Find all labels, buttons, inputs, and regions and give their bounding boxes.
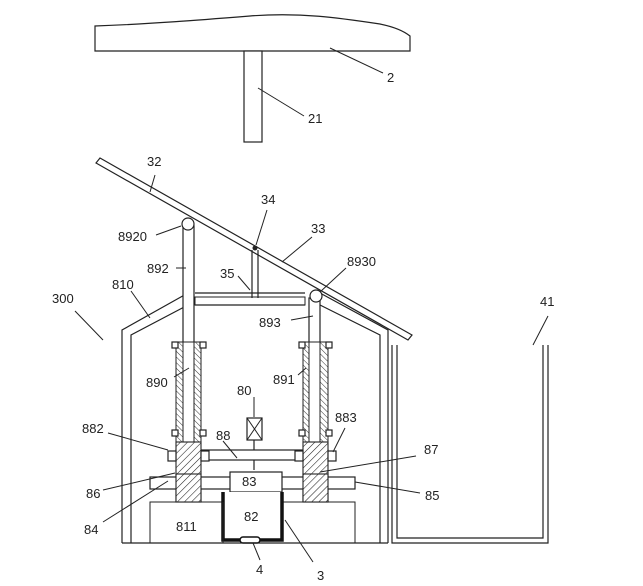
label-85: 85: [425, 488, 439, 503]
right-roller: [309, 289, 323, 303]
left-block-tab-inner: [200, 450, 210, 462]
label-891: 891: [273, 372, 295, 387]
left-roller: [181, 217, 195, 231]
label-893: 893: [259, 315, 281, 330]
label-8930: 8930: [347, 254, 376, 269]
left-block-tab-outer: [167, 450, 177, 462]
pivot-point: [252, 245, 258, 251]
label-810: 810: [112, 277, 134, 292]
right-cylinder-cap-bl: [298, 429, 306, 437]
left-cylinder-cap-bl: [171, 429, 179, 437]
label-41: 41: [540, 294, 554, 309]
top-plate: [94, 14, 411, 52]
right-cylinder-core: [308, 341, 321, 443]
label-882: 882: [82, 421, 104, 436]
label-4: 4: [256, 562, 263, 577]
label-2: 2: [387, 70, 394, 85]
label-80: 80: [237, 383, 251, 398]
label-88: 88: [216, 428, 230, 443]
label-86: 86: [86, 486, 100, 501]
label-892: 892: [147, 261, 169, 276]
left-cylinder-cap-tr: [199, 341, 207, 349]
label-300: 300: [52, 291, 74, 306]
label-83: 83: [242, 474, 256, 489]
label-21: 21: [308, 111, 322, 126]
label-890: 890: [146, 375, 168, 390]
housing-outer: [121, 292, 389, 543]
pipe-41: [391, 345, 549, 544]
left-block-lower: [175, 473, 202, 503]
right-block-tab-outer: [327, 450, 337, 462]
left-cylinder-cap-br: [199, 429, 207, 437]
label-33: 33: [311, 221, 325, 236]
leader-lines: [74, 47, 549, 563]
label-811: 811: [176, 519, 197, 534]
right-block-lower: [302, 473, 329, 503]
left-cylinder-core: [182, 341, 195, 443]
label-32: 32: [147, 154, 161, 169]
right-block-tab-inner: [294, 450, 304, 462]
housing-crossbar: [194, 296, 306, 306]
label-3: 3: [317, 568, 324, 583]
top-stem: [243, 50, 263, 143]
label-8920: 8920: [118, 229, 147, 244]
label-35: 35: [220, 266, 234, 281]
pipe-41-inner: [396, 345, 544, 539]
label-34: 34: [261, 192, 275, 207]
label-87: 87: [424, 442, 438, 457]
right-cylinder-cap-tl: [298, 341, 306, 349]
label-84: 84: [84, 522, 98, 537]
outlet-4: [239, 536, 261, 544]
right-cylinder-cap-tr: [325, 341, 333, 349]
label-883: 883: [335, 410, 357, 425]
label-82: 82: [244, 509, 258, 524]
right-cylinder-cap-br: [325, 429, 333, 437]
left-cylinder-cap-tl: [171, 341, 179, 349]
